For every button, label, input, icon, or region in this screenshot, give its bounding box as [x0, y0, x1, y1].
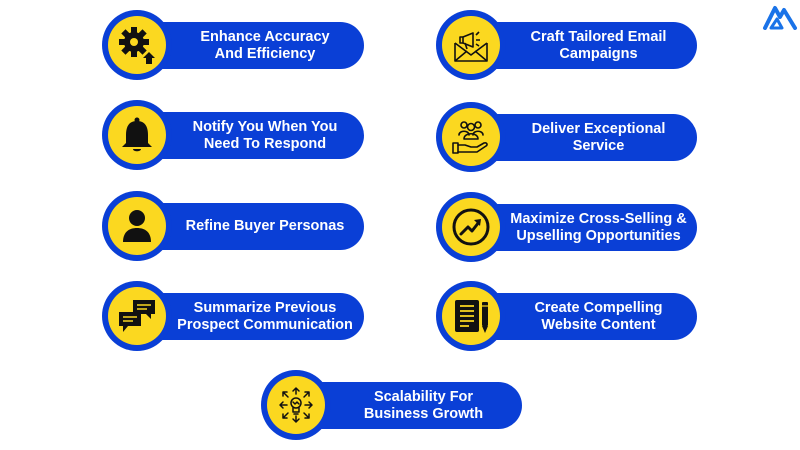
- icon-badge: [102, 100, 172, 170]
- feature-title-line1: Craft Tailored Email: [530, 28, 667, 45]
- lightbulb-arrows-icon: [279, 387, 313, 423]
- feature-title-line2: Need To Respond: [203, 135, 327, 152]
- feature-title-line1: Refine Buyer Personas: [185, 218, 345, 234]
- icon-badge: [436, 192, 506, 262]
- chat-bubbles-icon: [119, 300, 155, 332]
- feature-title-line2: Prospect Communication: [177, 316, 353, 333]
- feature-title-line2: And Efficiency: [214, 45, 316, 62]
- feature-title-line1: Notify You When You: [192, 118, 338, 135]
- icon-badge: [102, 10, 172, 80]
- feature-label-pill: Maximize Cross-Selling &Upselling Opport…: [466, 204, 697, 251]
- person-icon: [123, 210, 151, 242]
- mountain-logo-icon: [763, 6, 797, 30]
- feature-title-line1: Maximize Cross-Selling &: [510, 210, 687, 227]
- feature-label-pill: Refine Buyer Personas: [132, 203, 364, 250]
- hand-holding-people-icon: [452, 121, 488, 154]
- feature-title-line1: Enhance Accuracy: [200, 28, 330, 45]
- feature-title-line1: Scalability For: [373, 388, 474, 405]
- feature-title-line1: Create Compelling: [534, 299, 663, 316]
- trend-up-circle-icon: [452, 208, 490, 246]
- icon-badge: [436, 10, 506, 80]
- gear-arrow-up-icon: [119, 27, 155, 64]
- icon-badge: [436, 102, 506, 172]
- feature-title-line2: Business Growth: [363, 405, 484, 422]
- document-pencil-icon: [455, 300, 488, 333]
- megaphone-envelope-icon: [454, 31, 488, 62]
- icon-badge: [102, 191, 172, 261]
- feature-title-line1: Deliver Exceptional: [531, 120, 666, 137]
- feature-title-line2: Campaigns: [559, 45, 638, 62]
- icon-badge: [436, 281, 506, 351]
- feature-title-line1: Summarize Previous: [193, 299, 337, 316]
- icon-badge: [102, 281, 172, 351]
- icon-badge: [261, 370, 331, 440]
- feature-title-line2: Website Content: [541, 316, 656, 333]
- feature-card-cross-selling: Maximize Cross-Selling &Upselling Opport…: [436, 192, 697, 262]
- feature-title-line2: Upselling Opportunities: [516, 227, 681, 244]
- feature-card-buyer-personas: Refine Buyer Personas: [102, 191, 364, 261]
- bell-icon: [122, 117, 152, 152]
- feature-title-line2: Service: [572, 137, 625, 154]
